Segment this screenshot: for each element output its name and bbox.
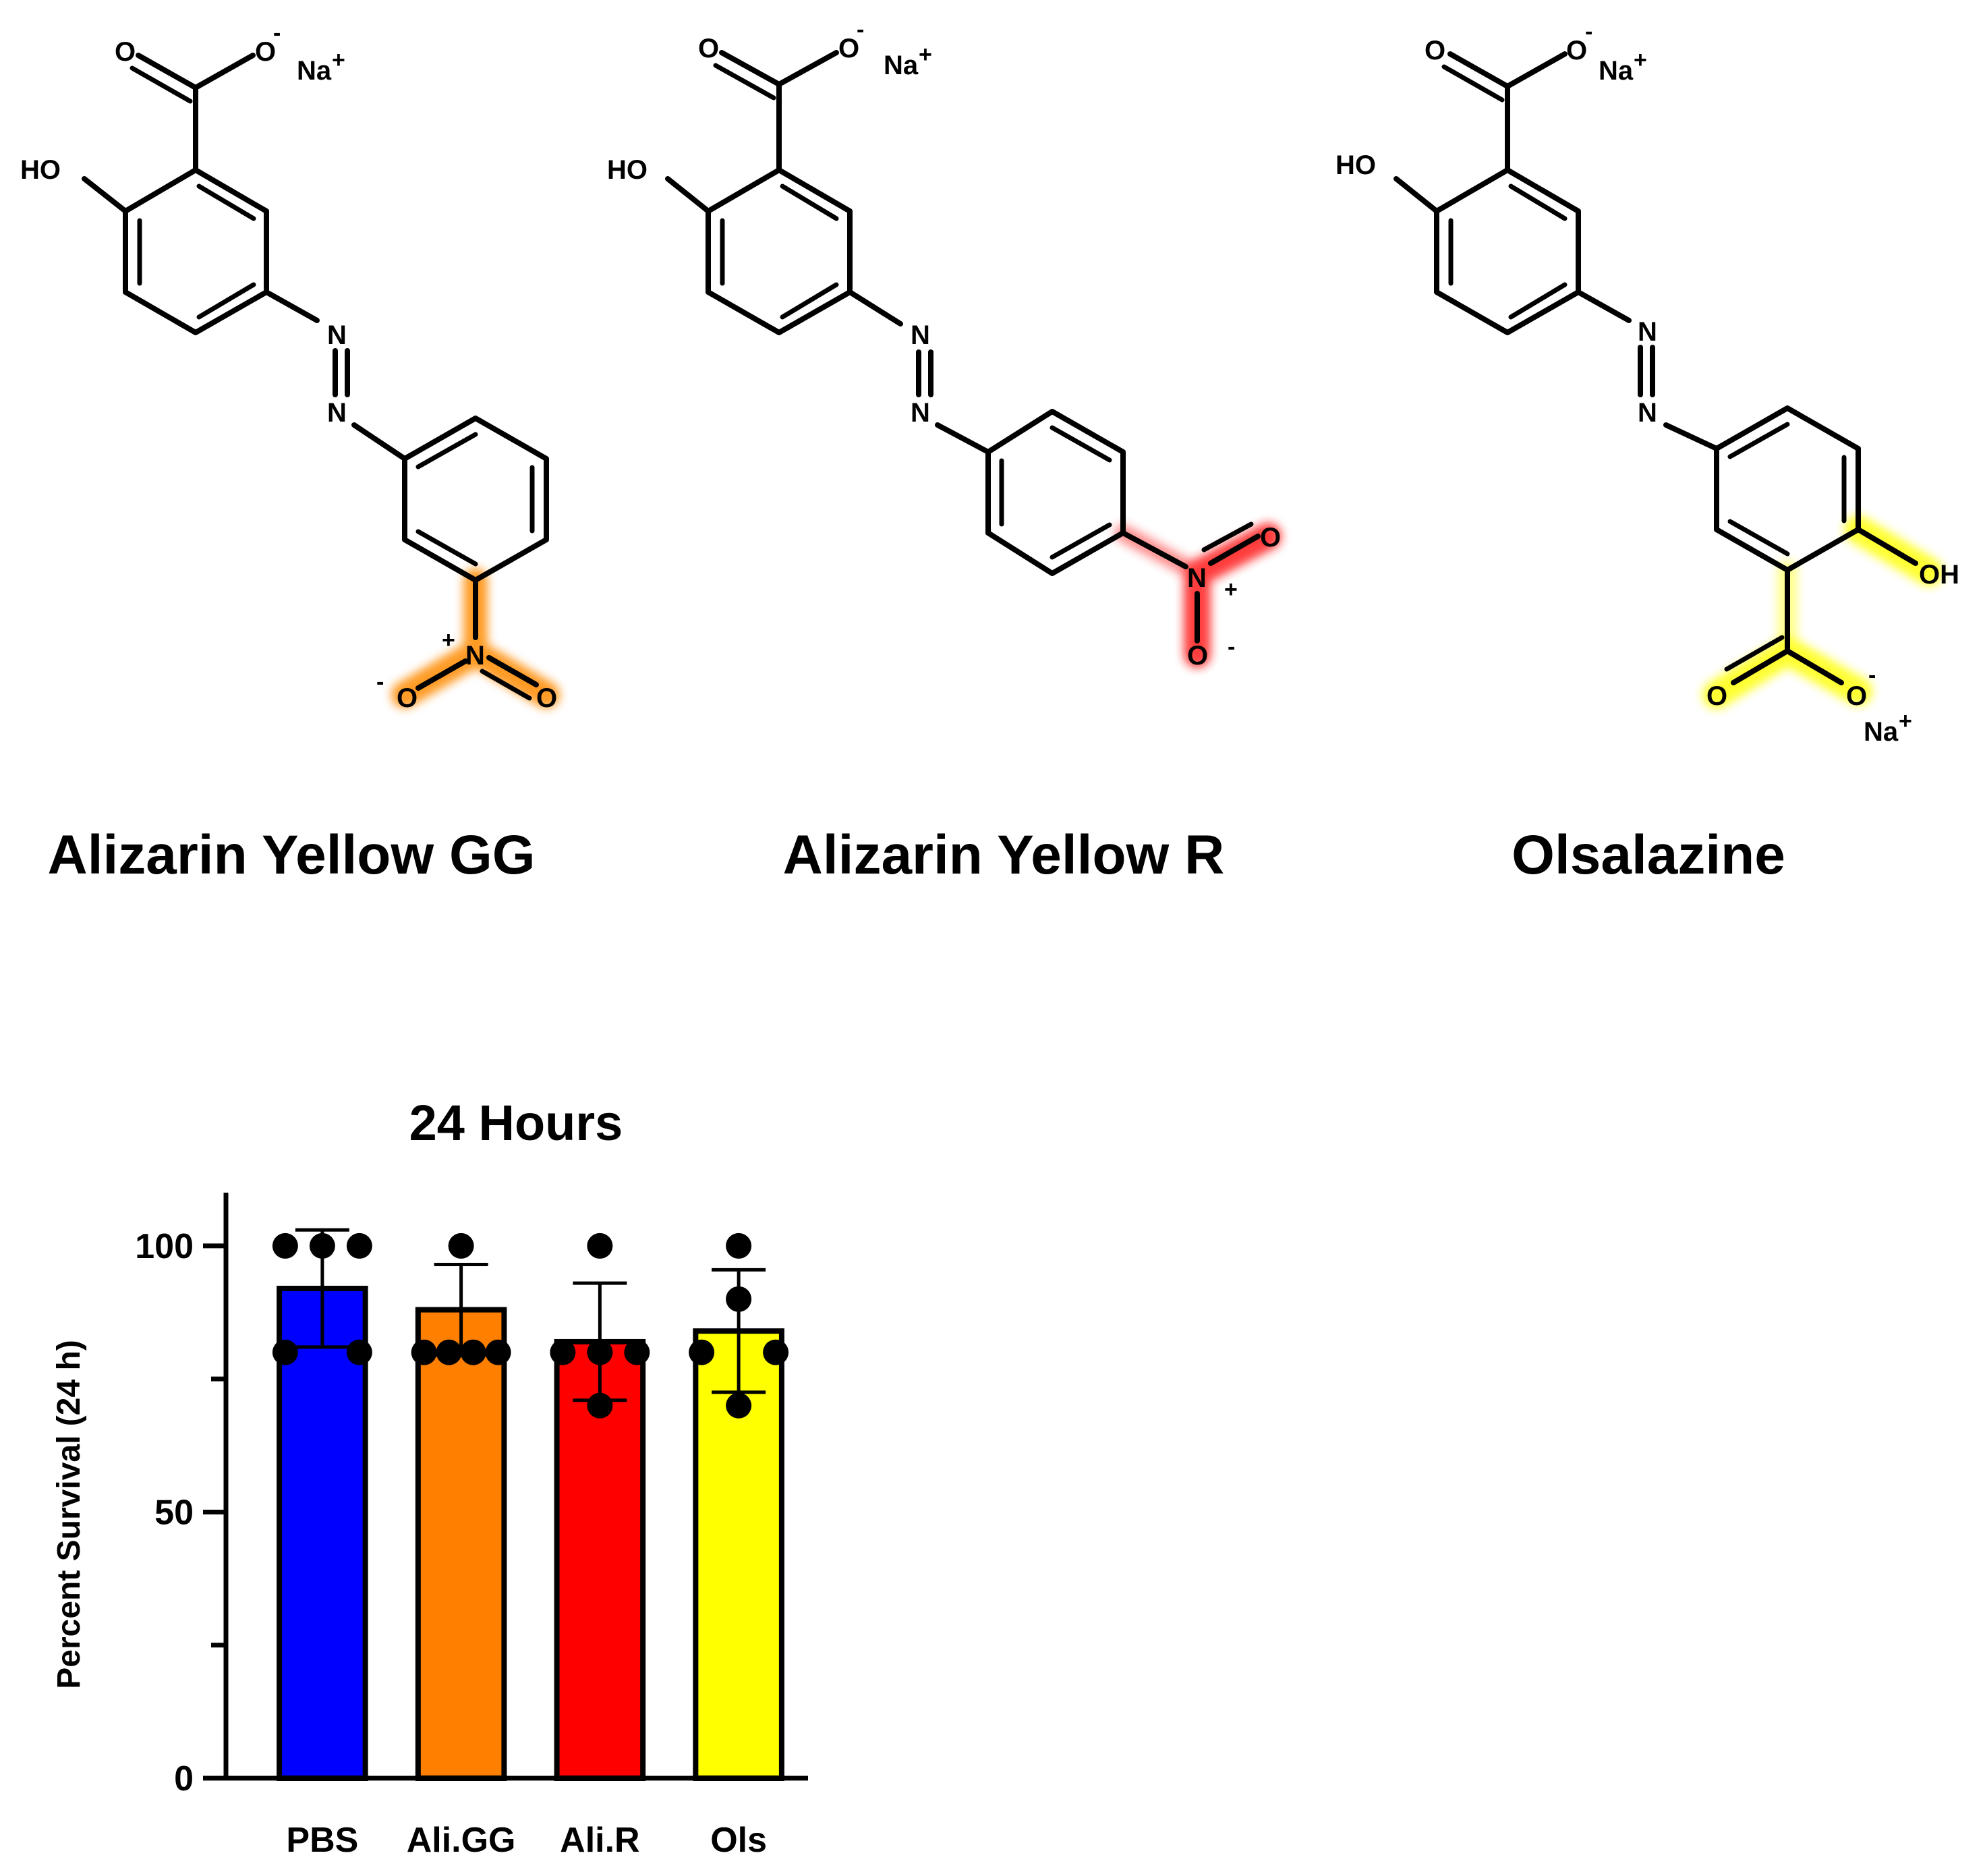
structure-alizarin-yellow-r: O O - Na + HO N N N + O O - [607,17,1282,671]
y-axis-label: Percent Survival (24 h) [51,1340,87,1689]
data-point [550,1339,576,1365]
data-point [309,1232,335,1259]
data-point [726,1286,752,1312]
atom-hydroxyl: HO [1335,150,1376,180]
x-axis-tick-labels: PBS Ali.GG Ali.R Ols [286,1821,767,1860]
charge-plus: + [442,627,455,653]
data-point [763,1339,789,1365]
atom-nitro-n: N [465,641,485,671]
atom-azo-n1: N [327,320,347,350]
atom-azo-n2: N [327,398,347,428]
structure-olsalazine: O O - Na + HO N N OH O O - Na + [1335,19,1959,747]
charge-minus: - [1585,19,1592,45]
atom-o-carbonyl: O [115,37,136,67]
data-point [346,1232,372,1259]
bar-chart: 24 Hours Percent Survival (24 h) 050100 … [51,1095,808,1860]
x-tick-label: Ols [710,1821,767,1860]
atom-sodium: Na [297,56,332,86]
atom-nitro-o-minus: O [1187,641,1208,671]
compound-name-alizarin-yellow-r: Alizarin Yellow R [783,824,1225,886]
charge-minus: - [857,17,864,42]
data-point [689,1339,715,1365]
atom-sodium-lower: Na [1864,717,1899,747]
y-axis-ticks: 0 50 100 [135,1227,226,1798]
charge-plus: + [332,47,345,73]
compound-name-olsalazine: Olsalazine [1512,824,1785,886]
x-tick-label: Ali.GG [407,1821,516,1860]
atom-hydroxyl: HO [607,155,648,185]
x-tick-label: PBS [286,1821,358,1860]
atom-sodium: Na [1599,56,1634,86]
atom-azo-n1: N [911,320,930,350]
charge-minus: - [376,669,384,695]
data-point [436,1339,462,1365]
charge-minus: - [1868,662,1876,688]
atom-o-carboxylate: O [1566,36,1587,65]
y-tick-label: 0 [174,1759,194,1798]
data-point [448,1232,474,1259]
compound-name-alizarin-yellow-gg: Alizarin Yellow GG [47,824,535,886]
atom-azo-n2: N [1638,398,1657,428]
bonds [665,50,1261,644]
charge-plus: + [919,42,932,67]
atom-hydroxyl: HO [20,155,61,185]
atom-o-carboxylate-lower: O [1846,681,1867,711]
atom-o-carboxylate: O [838,34,859,63]
atom-azo-n2: N [911,398,930,428]
bonds [1393,51,1918,685]
atom-o-carbonyl: O [1425,36,1445,65]
charge-minus: - [273,20,281,46]
data-point [272,1232,298,1259]
structure-alizarin-yellow-gg: O O - Na + HO N N N + O - O [20,20,560,713]
atom-nitro-o-minus: O [397,683,418,713]
data-point [346,1339,372,1365]
y-tick-label: 50 [154,1493,194,1532]
y-tick-label: 100 [135,1227,194,1266]
data-point [726,1392,752,1419]
data-point [726,1232,752,1259]
atom-azo-n1: N [1638,317,1657,347]
atom-o-carbonyl-lower: O [1706,681,1727,711]
data-point [624,1339,650,1365]
atom-sodium: Na [884,51,919,80]
atom-o-carboxylate: O [255,37,276,67]
charge-plus: + [1634,47,1647,73]
atom-o-carbonyl: O [698,34,719,63]
data-point [460,1339,486,1365]
data-point [411,1339,437,1365]
charge-plus: + [1899,708,1912,734]
data-point [485,1339,511,1365]
atom-nitro-o: O [536,683,557,713]
bar-ali-gg [415,1307,507,1781]
atom-nitro-o: O [1260,523,1281,552]
charge-minus: - [1228,634,1235,660]
data-point [272,1339,298,1365]
atom-hydroxyl-right: OH [1919,560,1959,590]
data-point [587,1339,613,1365]
x-tick-label: Ali.R [560,1821,639,1860]
bonds [82,53,549,701]
data-point [587,1392,613,1419]
data-point [587,1232,613,1259]
chart-title: 24 Hours [409,1095,623,1151]
charge-plus: + [1224,577,1238,602]
bar-pbs [277,1286,368,1781]
data-points [272,1232,789,1419]
atom-nitro-n: N [1187,563,1207,593]
